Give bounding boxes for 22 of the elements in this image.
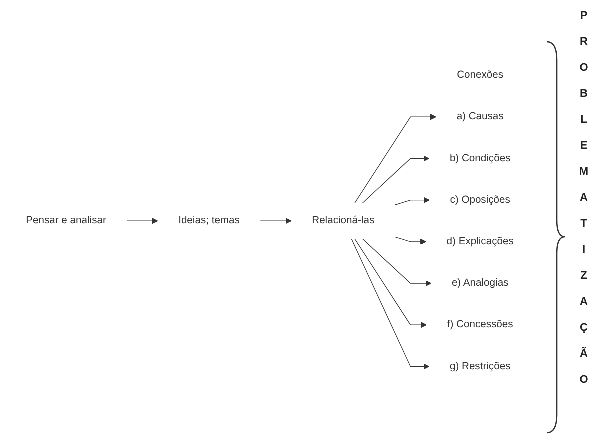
- node-text: c) Oposições: [450, 194, 510, 206]
- node-text: e) Analogias: [452, 277, 509, 289]
- node-text: b) Condições: [450, 152, 511, 164]
- node-text: d) Explicações: [446, 235, 514, 248]
- arrow: [394, 197, 430, 206]
- arrow: [351, 238, 430, 370]
- node-text: a) Causas: [456, 110, 504, 122]
- node-text: Conexões: [457, 69, 504, 81]
- node-text: Ideias; temas: [178, 214, 240, 226]
- arrow: [354, 238, 428, 328]
- vertical-label: PROBLEMATIZAÇÃO: [578, 10, 590, 400]
- node-text: f) Concessões: [447, 318, 514, 330]
- arrow: [260, 218, 292, 224]
- arrow: [126, 218, 158, 224]
- arrow: [354, 114, 436, 204]
- node-text: g) Restrições: [450, 360, 511, 372]
- arrow: [362, 238, 432, 286]
- node-text: Pensar e analisar: [26, 214, 106, 226]
- flowchart: Pensar e analisar Ideias; temas Relacioná-las Conexões a) Causas b) Condições c) Oposições d) Explicações e) Analogias f) Concessões g) Restrições: [0, 52, 540, 390]
- arrow: [394, 236, 426, 245]
- arrow: [362, 156, 430, 204]
- node-text: Relacioná-las: [312, 214, 375, 226]
